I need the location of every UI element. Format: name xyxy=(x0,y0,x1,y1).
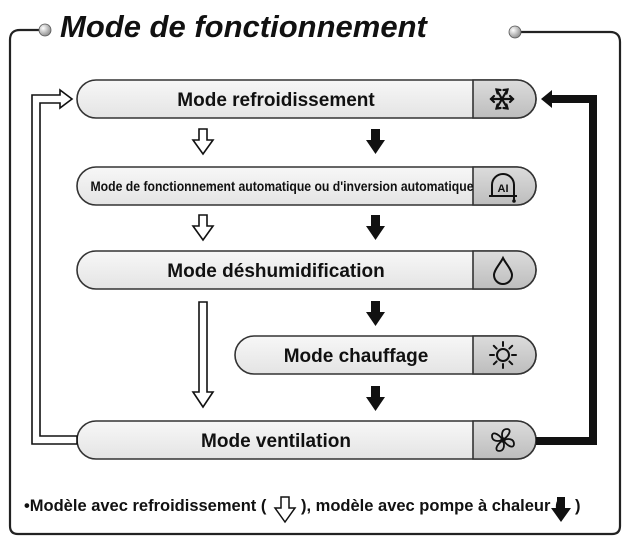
sun-icon xyxy=(489,341,517,369)
svg-text:), modèle avec pompe à chaleur: ), modèle avec pompe à chaleur ( xyxy=(301,497,561,515)
water-drop-icon xyxy=(492,255,514,285)
legend-text-2: ), modèle avec pompe à chaleur ( xyxy=(301,497,561,515)
fan-icon xyxy=(491,428,515,452)
mode-automatique: Mode de fonctionnement automatique ou d'… xyxy=(76,166,537,206)
hollow-return-loop xyxy=(31,88,78,445)
mode-deshumidification: Mode déshumidification xyxy=(76,250,537,290)
solid-arrow-down xyxy=(366,215,385,240)
frame-knob-right xyxy=(508,25,522,39)
snowflake-icon xyxy=(489,88,515,110)
hollow-arrow-down xyxy=(191,214,215,242)
mode-refroidissement: Mode refroidissement xyxy=(76,79,537,119)
hollow-arrow-down xyxy=(191,128,215,156)
solid-arrow-down xyxy=(366,301,385,326)
svg-text:): ) xyxy=(575,497,581,515)
outer-frame xyxy=(8,28,622,536)
mode-label: Mode ventilation xyxy=(201,431,351,452)
solid-arrows xyxy=(366,129,385,411)
legend: •Modèle avec refroidissement ( ), modèle… xyxy=(24,496,581,524)
svg-text:AI: AI xyxy=(498,183,509,195)
solid-arrow-down xyxy=(366,129,385,154)
mode-label: Mode de fonctionnement automatique ou d'… xyxy=(91,179,474,194)
hollow-arrow-down-long xyxy=(191,301,215,409)
mode-label: Mode chauffage xyxy=(284,346,429,367)
legend-text-3: ) xyxy=(575,497,581,515)
frame-knob-left xyxy=(38,23,52,37)
legend-hollow-arrow-icon xyxy=(273,496,297,524)
solid-return-loop xyxy=(536,90,597,445)
mode-label: Mode refroidissement xyxy=(177,90,375,111)
mode-label: Mode déshumidification xyxy=(167,261,384,282)
hollow-arrows xyxy=(191,128,215,409)
solid-arrow-down xyxy=(366,386,385,411)
diagram-title: Mode de fonctionnement xyxy=(60,9,429,44)
ai-auto-icon: AI xyxy=(489,173,517,203)
legend-text-1: •Modèle avec refroidissement ( xyxy=(24,497,267,515)
legend-solid-arrow-icon xyxy=(551,497,571,522)
mode-chauffage: Mode chauffage xyxy=(234,335,537,375)
mode-ventilation: Mode ventilation xyxy=(76,420,537,460)
svg-text:•Modèle avec refroidissement (: •Modèle avec refroidissement ( xyxy=(24,497,267,515)
